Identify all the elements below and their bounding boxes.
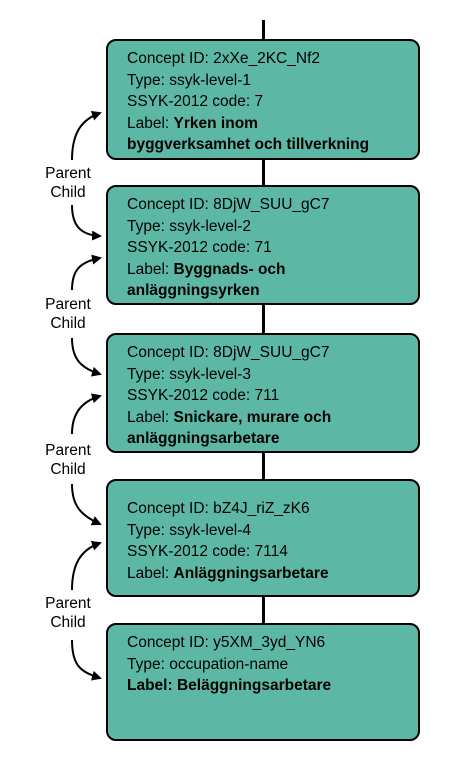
ssyk-code: SSYK-2012 code: 71 <box>127 239 272 256</box>
label-value-cont: anläggningsarbetare <box>127 430 280 447</box>
label-value: Byggnads- och <box>173 260 286 278</box>
concept-box-level-3: Concept ID: 8DjW_SUU_gC7 Type: ssyk-leve… <box>106 333 420 453</box>
concept-id: Concept ID: bZ4J_riZ_zK6 <box>127 500 310 517</box>
child-arrow-1 <box>71 204 102 241</box>
ssyk-code: SSYK-2012 code: 7 <box>127 93 264 110</box>
concept-id: Concept ID: 2xXe_2KC_Nf2 <box>127 50 320 67</box>
concept-type: Type: occupation-name <box>127 655 289 673</box>
child-label: Child <box>50 461 86 478</box>
label-prefix: Label: <box>127 260 170 278</box>
label-value: Snickare, murare och <box>173 408 332 426</box>
concept-box-level-4: Concept ID: bZ4J_riZ_zK6 Type: ssyk-leve… <box>106 479 420 597</box>
child-label: Child <box>50 315 86 332</box>
concept-type: Type: ssyk-level-4 <box>127 521 252 539</box>
relation-label-1: Parent Child <box>28 164 108 202</box>
label-value: Yrken inom <box>173 114 258 132</box>
parent-label: Parent <box>45 595 91 612</box>
parent-arrow-4 <box>71 540 102 591</box>
concept-box-occupation-name: Concept ID: y5XM_3yd_YN6 Type: occupatio… <box>106 623 420 741</box>
child-arrow-4 <box>71 639 102 681</box>
concept-id: Concept ID: 8DjW_SUU_gC7 <box>127 344 330 361</box>
parent-label: Parent <box>45 442 91 459</box>
relation-label-2: Parent Child <box>28 295 108 333</box>
concept-box-level-2: Concept ID: 8DjW_SUU_gC7 Type: ssyk-leve… <box>106 185 420 305</box>
ssyk-code: SSYK-2012 code: 7114 <box>127 543 288 560</box>
concept-id: Concept ID: 8DjW_SUU_gC7 <box>127 196 330 213</box>
concept-type: Type: ssyk-level-1 <box>127 71 252 89</box>
concept-label: Label: Byggnads- och <box>127 259 418 281</box>
child-label: Child <box>50 184 86 201</box>
label-prefix: Label: <box>127 564 170 582</box>
child-label: Child <box>50 614 86 631</box>
label-prefix: Label: <box>127 114 170 132</box>
concept-label: Label: Beläggningsarbetare <box>127 677 332 694</box>
label-value: Anläggningsarbetare <box>173 564 329 582</box>
child-arrow-2 <box>71 337 102 377</box>
label-prefix: Label: <box>127 408 170 426</box>
ssyk-code: SSYK-2012 code: 711 <box>127 387 280 404</box>
parent-arrow-3 <box>71 393 102 435</box>
parent-label: Parent <box>45 296 91 313</box>
parent-arrow-2 <box>71 254 102 291</box>
parent-label: Parent <box>45 165 91 182</box>
child-arrow-3 <box>71 483 102 526</box>
parent-arrow-1 <box>71 110 102 161</box>
relation-label-3: Parent Child <box>28 441 108 479</box>
relation-label-4: Parent Child <box>28 594 108 632</box>
label-value-cont: anläggningsyrken <box>127 282 260 299</box>
concept-type: Type: ssyk-level-3 <box>127 365 252 383</box>
concept-type: Type: ssyk-level-2 <box>127 217 252 235</box>
concept-label: Label: Anläggningsarbetare <box>127 563 418 585</box>
label-value-cont: byggverksamhet och tillverkning <box>127 136 370 153</box>
concept-id: Concept ID: y5XM_3yd_YN6 <box>127 634 326 651</box>
concept-box-level-1: Concept ID: 2xXe_2KC_Nf2 Type: ssyk-leve… <box>106 39 420 160</box>
concept-label: Label: Yrken inom <box>127 113 418 135</box>
concept-label: Label: Snickare, murare och <box>127 407 418 429</box>
